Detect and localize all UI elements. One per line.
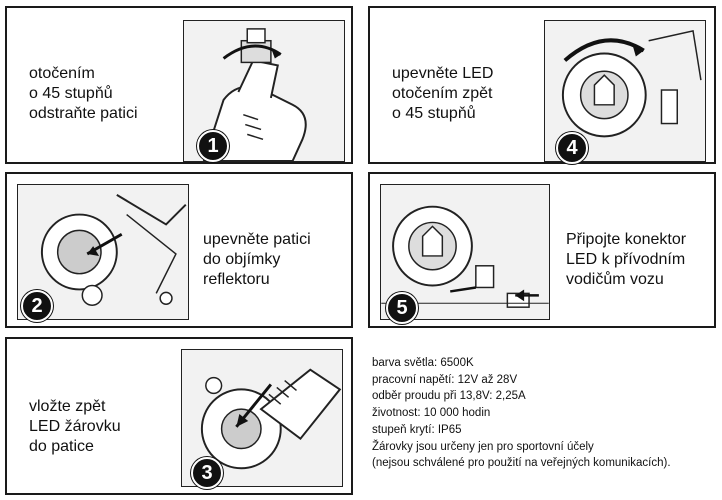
step-4-line: otočením zpět	[392, 85, 493, 102]
step-4-text: upevněte LED otočením zpět o 45 stupňů	[392, 64, 493, 124]
step-5-line: vodičům vozu	[566, 271, 664, 288]
spec-line: životnost: 10 000 hodin	[372, 407, 491, 420]
step-3-badge: 3	[191, 457, 223, 489]
step-2-text: upevněte patici do objímky reflektoru	[203, 230, 311, 290]
step-1-line: o 45 stupňů	[29, 85, 113, 102]
step-3-text: vložte zpět LED žárovku do patice	[29, 397, 121, 457]
step-3-line: do patice	[29, 438, 94, 455]
step-2-badge: 2	[21, 290, 53, 322]
step-2-panel: 2 upevněte patici do objímky reflektoru	[5, 172, 353, 328]
step-1-line: otočením	[29, 65, 95, 82]
spec-line: Žárovky jsou určeny jen pro sportovní úč…	[372, 440, 594, 453]
step-4-badge: 4	[556, 132, 588, 164]
spec-line: stupeň krytí: IP65	[372, 423, 462, 436]
step-5-line: LED k přívodním	[566, 251, 686, 268]
step-5-badge: 5	[386, 292, 418, 324]
step-4-panel: upevněte LED otočením zpět o 45 stupňů 4	[368, 6, 716, 164]
step-1-line: odstraňte patici	[29, 105, 138, 122]
step-3-line: vložte zpět	[29, 398, 106, 415]
step-2-line: upevněte patici	[203, 231, 311, 248]
step-3-line: LED žárovku	[29, 418, 121, 435]
step-4-line: upevněte LED	[392, 65, 494, 82]
spec-line: odběr proudu při 13,8V: 2,25A	[372, 390, 526, 403]
step-2-line: reflektoru	[203, 271, 270, 288]
step-3-panel: vložte zpět LED žárovku do patice 3	[5, 337, 353, 495]
step-2-line: do objímky	[203, 251, 281, 268]
step-5-text: Připojte konektor LED k přívodním vodičů…	[566, 230, 686, 290]
step-4-line: o 45 stupňů	[392, 105, 476, 122]
step-1-text: otočením o 45 stupňů odstraňte patici	[29, 64, 138, 124]
spec-list: barva světla: 6500K pracovní napětí: 12V…	[372, 355, 671, 472]
step-1-badge: 1	[197, 130, 229, 162]
step-5-line: Připojte konektor	[566, 231, 687, 248]
spec-line: (nejsou schválené pro použití na veřejný…	[372, 457, 671, 470]
rotate-bulb-icon	[545, 21, 705, 161]
step-1-panel: otočením o 45 stupňů odstraňte patici 1	[5, 6, 353, 164]
spec-line: pracovní napětí: 12V až 28V	[372, 373, 518, 386]
step-5-panel: 5 Připojte konektor LED k přívodním vodi…	[368, 172, 716, 328]
spec-line: barva světla: 6500K	[372, 357, 474, 369]
